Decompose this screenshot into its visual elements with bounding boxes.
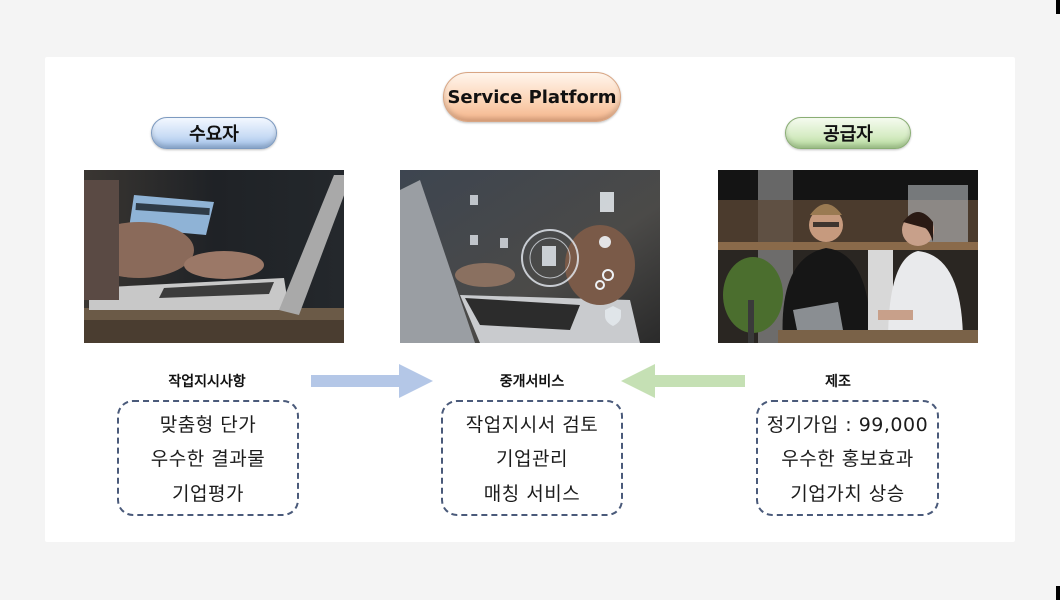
hands-laptop-credit-card-photo xyxy=(84,170,344,343)
demand-pill: 수요자 xyxy=(151,117,277,149)
demand-item: 맞춤형 단가 xyxy=(159,413,257,436)
platform-item: 기업관리 xyxy=(496,448,568,471)
service-platform-pill: Service Platform xyxy=(443,72,621,122)
supply-item: 정기가입 : 99,000 xyxy=(766,413,929,436)
arrow-right-icon xyxy=(311,364,433,398)
supply-pill: 공급자 xyxy=(785,117,911,149)
arrow-left-icon xyxy=(621,364,745,398)
diagram-slide: Service Platform 수요자 공급자 xyxy=(45,57,1015,542)
demand-heading: 작업지시사항 xyxy=(168,374,246,390)
business-people-tablet-photo xyxy=(718,170,978,343)
demand-item: 기업평가 xyxy=(172,483,244,506)
demand-item: 우수한 결과물 xyxy=(150,448,266,471)
supply-heading: 제조 xyxy=(825,374,851,390)
supply-item: 기업가치 상승 xyxy=(790,483,905,506)
corner-mark xyxy=(1056,0,1060,14)
platform-items-box: 작업지시서 검토 기업관리 매칭 서비스 xyxy=(441,400,623,516)
laptop-digital-documents-photo xyxy=(400,170,660,343)
platform-item: 작업지시서 검토 xyxy=(465,413,599,436)
supply-item: 우수한 홍보효과 xyxy=(781,448,914,471)
supply-label: 공급자 xyxy=(823,124,873,145)
corner-mark xyxy=(1056,586,1060,600)
demand-items-box: 맞춤형 단가 우수한 결과물 기업평가 xyxy=(117,400,299,516)
platform-item: 매칭 서비스 xyxy=(483,483,581,506)
supply-items-box: 정기가입 : 99,000 우수한 홍보효과 기업가치 상승 xyxy=(756,400,939,516)
service-platform-label: Service Platform xyxy=(447,86,617,108)
demand-label: 수요자 xyxy=(189,124,239,145)
platform-heading: 중개서비스 xyxy=(499,374,565,390)
